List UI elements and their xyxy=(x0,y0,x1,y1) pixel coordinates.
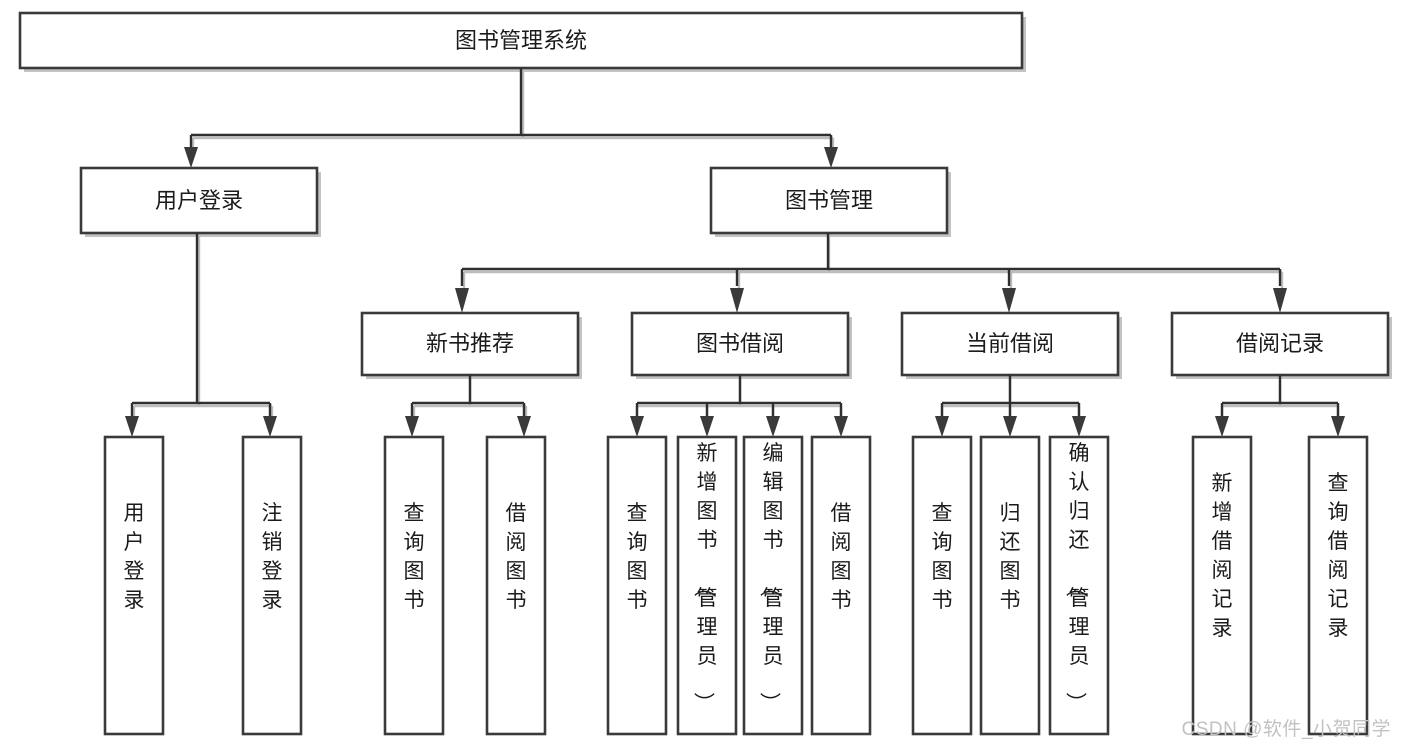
arrow-to-leaf-add-book xyxy=(700,416,714,437)
arrow-to-leaf-return-book xyxy=(1003,416,1017,437)
leaf-node-confirm-return[interactable]: 确认归还（管理员） xyxy=(1048,435,1110,736)
arrow-to-leaf-query-book-1 xyxy=(405,416,419,437)
connector-root-to-level2 xyxy=(184,68,838,168)
arrow-to-current-borrow xyxy=(1002,288,1016,313)
leaf-borrow-book-2-label: 借阅图书 xyxy=(831,502,852,612)
leaf-node-user-login[interactable]: 用户登录 xyxy=(103,435,165,736)
connector-newbook-to-leaves xyxy=(405,375,531,437)
leaf-add-book-label: 新增图书（管理员） xyxy=(692,442,718,713)
borrow-record-box[interactable] xyxy=(1170,311,1390,377)
arrow-to-borrow-record xyxy=(1273,288,1287,313)
arrow-to-book-borrow xyxy=(730,288,744,313)
leaf-query-book-1-box[interactable] xyxy=(383,435,445,736)
leaf-node-query-book-1[interactable]: 查询图书 xyxy=(383,435,445,736)
arrow-to-leaf-confirm-return xyxy=(1072,416,1086,437)
leaf-borrow-book-2-box[interactable] xyxy=(810,435,872,736)
leaf-add-book-box[interactable] xyxy=(676,435,738,736)
arrow-to-leaf-user-logout xyxy=(263,416,277,437)
node-root[interactable]: 图书管理系统 xyxy=(18,11,1026,72)
arrow-to-leaf-query-book-3 xyxy=(935,416,949,437)
leaf-query-record-label: 查询借阅记录 xyxy=(1328,472,1349,640)
arrow-to-leaf-query-book-2 xyxy=(630,416,644,437)
leaf-query-book-2-label: 查询图书 xyxy=(627,502,648,612)
arrow-to-new-book-recommend xyxy=(455,288,469,313)
leaf-node-query-book-3[interactable]: 查询图书 xyxy=(911,435,973,736)
node-user-login[interactable]: 用户登录 xyxy=(79,166,321,237)
connector-bookborrow-to-leaves xyxy=(630,375,848,437)
connector-currentborrow-to-leaves xyxy=(935,375,1086,437)
leaf-query-book-3-box[interactable] xyxy=(911,435,973,736)
leaf-user-login-label: 用户登录 xyxy=(124,502,145,612)
root-label: 图书管理系统 xyxy=(455,28,587,53)
arrow-to-user-login xyxy=(184,147,198,168)
leaf-borrow-book-1-label: 借阅图书 xyxy=(506,502,527,612)
node-new-book-recommend[interactable]: 新书推荐 xyxy=(360,311,582,379)
leaf-node-query-record[interactable]: 查询借阅记录 xyxy=(1307,435,1369,736)
leaf-query-book-1-label: 查询图书 xyxy=(404,502,425,612)
leaf-confirm-return-label: 确认归还（管理员） xyxy=(1064,442,1090,713)
book-management-label: 图书管理 xyxy=(785,188,873,213)
leaf-confirm-return-box[interactable] xyxy=(1048,435,1110,736)
leaf-node-return-book[interactable]: 归还图书 xyxy=(979,435,1041,736)
leaf-node-edit-book[interactable]: 编辑图书（管理员） xyxy=(742,435,804,736)
arrow-to-leaf-borrow-book-2 xyxy=(834,416,848,437)
connector-bookmgmt-to-level3 xyxy=(455,233,1287,313)
leaf-query-book-3-label: 查询图书 xyxy=(932,502,953,612)
book-management-box[interactable] xyxy=(709,166,949,235)
current-borrow-box[interactable] xyxy=(900,311,1120,377)
leaf-node-borrow-book-1[interactable]: 借阅图书 xyxy=(485,435,547,736)
new-book-recommend-label: 新书推荐 xyxy=(426,331,514,356)
leaf-node-add-record[interactable]: 新增借阅记录 xyxy=(1191,435,1253,736)
leaf-query-book-2-box[interactable] xyxy=(606,435,668,736)
leaf-borrow-book-1-box[interactable] xyxy=(485,435,547,736)
leaf-user-logout-box[interactable] xyxy=(241,435,303,736)
leaf-add-record-label: 新增借阅记录 xyxy=(1212,472,1233,640)
arrow-to-leaf-add-record xyxy=(1215,416,1229,437)
leaf-node-user-logout[interactable]: 注销登录 xyxy=(241,435,303,736)
connector-userlogin-to-leaves xyxy=(125,233,277,437)
node-borrow-record[interactable]: 借阅记录 xyxy=(1170,311,1392,379)
arrow-to-leaf-user-login xyxy=(125,416,139,437)
book-borrow-label: 图书借阅 xyxy=(696,331,784,356)
book-borrow-box[interactable] xyxy=(630,311,850,377)
arrow-to-leaf-query-record xyxy=(1331,416,1345,437)
leaf-user-login-box[interactable] xyxy=(103,435,165,736)
leaf-add-record-box[interactable] xyxy=(1191,435,1253,736)
user-login-box[interactable] xyxy=(79,166,319,235)
leaf-query-record-box[interactable] xyxy=(1307,435,1369,736)
leaf-return-book-box[interactable] xyxy=(979,435,1041,736)
user-login-label: 用户登录 xyxy=(155,188,243,213)
connector-borrowrecord-to-leaves xyxy=(1215,375,1345,437)
node-book-borrow[interactable]: 图书借阅 xyxy=(630,311,852,379)
leaf-return-book-label: 归还图书 xyxy=(1000,502,1021,612)
leaf-user-logout-label: 注销登录 xyxy=(262,502,283,612)
arrow-to-leaf-borrow-book-1 xyxy=(517,416,531,437)
leaf-edit-book-label: 编辑图书（管理员） xyxy=(758,442,784,713)
leaf-node-borrow-book-2[interactable]: 借阅图书 xyxy=(810,435,872,736)
csdn-watermark: CSDN @软件_小贺同学 xyxy=(1181,719,1391,740)
leaf-node-add-book[interactable]: 新增图书（管理员） xyxy=(676,435,738,736)
leaf-node-query-book-2[interactable]: 查询图书 xyxy=(606,435,668,736)
node-book-management[interactable]: 图书管理 xyxy=(709,166,951,237)
leaf-edit-book-box[interactable] xyxy=(742,435,804,736)
borrow-record-label: 借阅记录 xyxy=(1236,331,1324,356)
current-borrow-label: 当前借阅 xyxy=(966,331,1054,356)
node-current-borrow[interactable]: 当前借阅 xyxy=(900,311,1122,379)
arrow-to-leaf-edit-book xyxy=(766,416,780,437)
arrow-to-book-management xyxy=(824,147,838,168)
